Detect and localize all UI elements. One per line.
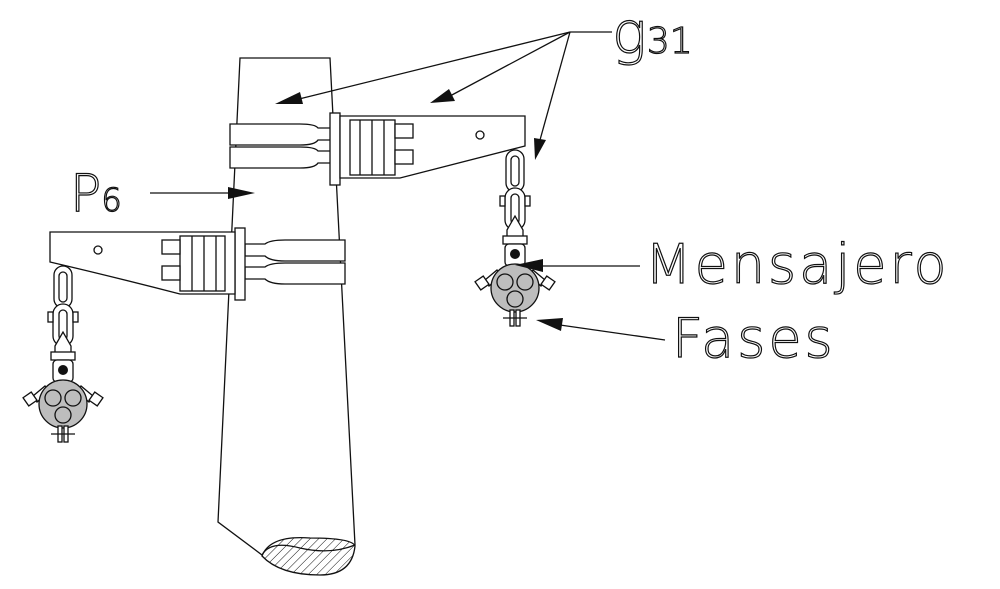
pole-cut-section bbox=[261, 536, 356, 576]
arrowhead bbox=[275, 92, 303, 104]
phases-leader bbox=[536, 318, 666, 341]
label-g-subscript: 31 bbox=[646, 21, 693, 62]
arrowhead bbox=[536, 318, 563, 331]
label-g: g bbox=[611, 0, 647, 67]
p6-leader bbox=[150, 187, 255, 199]
arrowhead bbox=[515, 259, 543, 272]
label-p6: P6 bbox=[69, 167, 123, 220]
label-fases: Fases bbox=[671, 307, 836, 370]
upper-crossarm-bracket bbox=[229, 112, 526, 186]
messenger-leader bbox=[515, 259, 640, 272]
lower-crossarm-bracket bbox=[49, 227, 346, 301]
arrowhead bbox=[534, 138, 546, 160]
label-p: P bbox=[69, 164, 102, 224]
left-suspension-assembly bbox=[22, 265, 104, 443]
label-p-subscript: 6 bbox=[101, 181, 123, 219]
right-suspension-assembly bbox=[474, 149, 556, 327]
arrowhead bbox=[228, 187, 255, 199]
label-g31: g31 bbox=[611, 3, 693, 62]
arrowhead bbox=[430, 89, 455, 103]
g31-leaders bbox=[275, 31, 612, 160]
label-mensajero: Mensajero bbox=[644, 233, 950, 296]
